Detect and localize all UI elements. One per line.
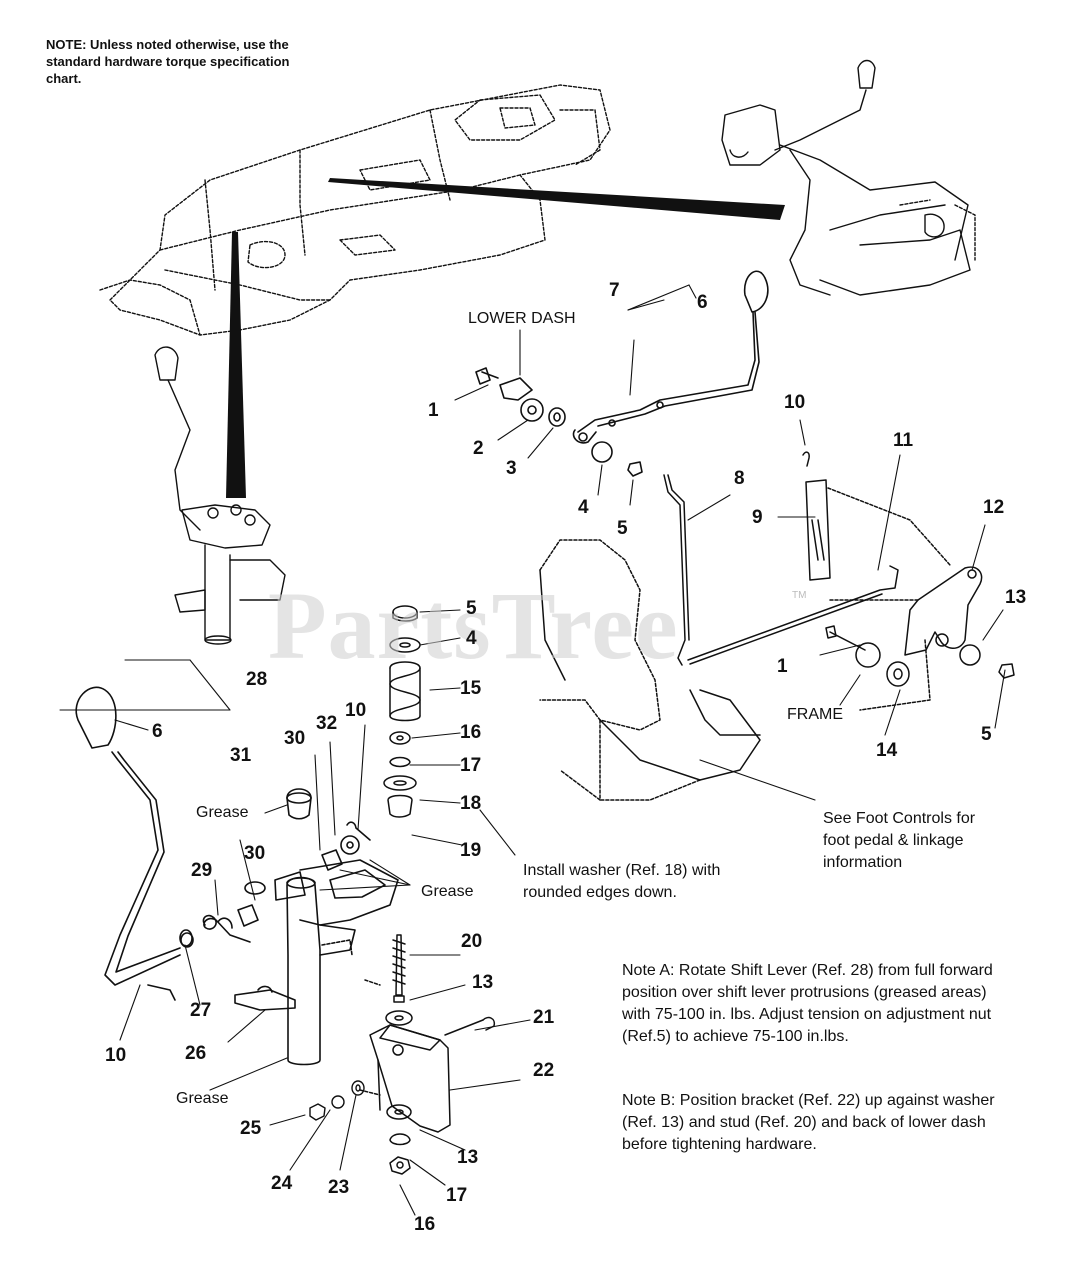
ref-20: 20 [461,931,483,952]
ref-1b: 1 [777,656,788,677]
rod-11-plate-12 [539,487,1015,801]
inset-shift-assembly [721,59,976,296]
ref-11: 11 [893,430,914,451]
ref-32: 32 [316,713,338,734]
ref-25: 25 [240,1118,262,1139]
ref-18: 18 [460,793,482,814]
ref-28: 28 [246,669,268,690]
ref-19: 19 [460,840,482,861]
ref-27: 27 [190,1000,212,1021]
ref-13c: 13 [457,1147,479,1168]
pointer-bars [226,178,785,498]
ref-8: 8 [734,468,745,489]
chassis-outline [99,84,611,336]
ref-3: 3 [506,458,517,479]
ref-15: 15 [460,678,482,699]
ref-5c: 5 [466,598,477,619]
ref-16b: 16 [414,1214,436,1235]
ref-26: 26 [185,1043,207,1064]
ref-10b: 10 [345,700,367,721]
note-a: Note A: Rotate Shift Lever (Ref. 28) fro… [622,962,993,1045]
ref-30b: 30 [244,843,266,864]
ref-30: 30 [284,728,306,749]
bracket-22 [359,934,496,1175]
ref-5: 5 [617,518,628,539]
ref-7: 7 [609,280,620,301]
ref-23: 23 [328,1177,350,1198]
ref-22: 22 [533,1060,555,1081]
ref-21: 21 [533,1007,555,1028]
ref-2: 2 [473,438,484,459]
ref-9: 9 [752,507,763,528]
ref-4: 4 [578,497,589,518]
install-washer-note: Install washer (Ref. 18) with rounded ed… [523,862,721,901]
watermark: PartsTree [268,572,679,679]
ref-16: 16 [460,722,482,743]
ref-10: 10 [784,392,806,413]
ref-24: 24 [271,1173,293,1194]
ref-4b: 4 [466,628,477,649]
ref-17b: 17 [446,1185,468,1206]
ref-13: 13 [1005,587,1027,608]
note-b: Note B: Position bracket (Ref. 22) up ag… [622,1092,995,1153]
ref-31: 31 [230,745,252,766]
label-lower-dash: LOWER DASH [468,310,576,327]
ref-29: 29 [191,860,213,881]
header-note: NOTE: Unless noted otherwise, use the st… [46,37,290,86]
leader-lines [59,284,1006,1216]
watermark-trademark: TM [792,590,807,601]
left-shift-assembly [154,346,286,645]
rod-8-bracket-9 [663,451,831,666]
ref-6: 6 [697,292,708,313]
ref-12: 12 [983,497,1005,518]
center-hardware-stack [383,605,421,818]
ref-5b: 5 [981,724,992,745]
label-grease-plate: Grease [421,883,474,900]
hardware-23-24-25 [309,1080,365,1121]
label-frame: FRAME [787,706,843,723]
label-grease-cap: Grease [196,804,249,821]
label-grease-tube: Grease [176,1090,229,1107]
ref-10c: 10 [105,1045,127,1066]
shift-housing [180,788,399,1066]
ref-17: 17 [460,755,482,776]
ref-14: 14 [876,740,898,761]
ref-1: 1 [428,400,439,421]
lever-7 [475,270,769,477]
foot-controls-note: See Foot Controls for foot pedal & linka… [823,810,976,871]
shift-lever-28 [75,686,193,1001]
ref-13b: 13 [472,972,494,993]
ref-6b: 6 [152,721,163,742]
